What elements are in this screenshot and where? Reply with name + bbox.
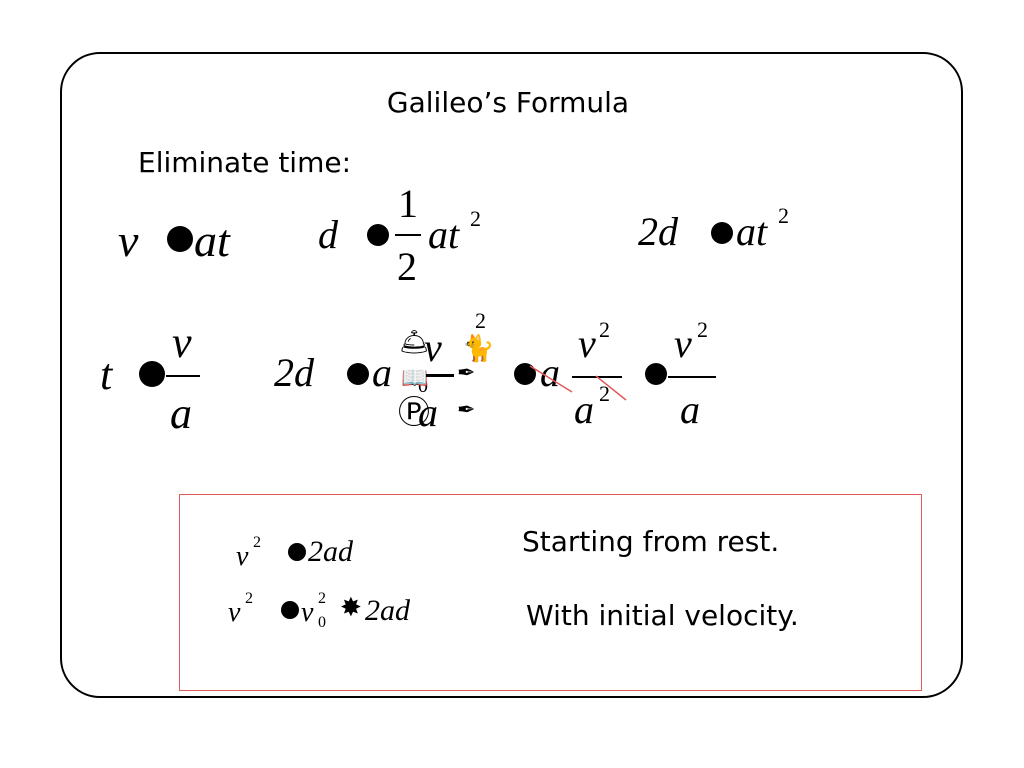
eq5-a2: a [540,350,560,395]
equals-dot-symbol [167,226,193,252]
row1-note: Starting from rest. [522,525,780,558]
equals-dot-symbol [139,361,165,387]
equals-dot-symbol [281,601,299,619]
eq5-a1: a [372,350,392,395]
eq5-numerator3-exponent: 2 [697,317,708,342]
eq5-inner-denominator: a [418,390,438,435]
bell-icon: 🛎 [399,328,430,356]
slide-frame [60,52,963,698]
cancel-stroke [529,365,573,393]
fraction-bar [426,374,454,377]
cancel-stroke [595,375,627,401]
eq5-outer-exponent: 2 [475,308,486,333]
row1-lhs-exponent: 2 [253,534,261,551]
eq1-rhs: at [194,215,230,266]
circled-p-icon: Ⓟ [398,393,431,431]
burst-icon: ✸ [340,593,362,623]
equals-dot-symbol [711,222,733,244]
eq4-lhs: t [100,350,113,399]
eq3-rhs: at [736,209,768,254]
pen-icon: ✒ [457,398,476,423]
pen-icon: ✒ [457,361,476,386]
eq5-lhs: 2d [274,350,314,395]
row2-note: With initial velocity. [526,599,799,632]
eq4-numerator: v [172,318,192,367]
eq5-numerator3: v [674,321,692,366]
eq2-lhs: d [318,212,338,257]
equals-dot-symbol [514,363,536,385]
row2-v0-exponent: 2 [318,590,326,607]
eq5-denominator2-exponent: 2 [599,381,610,406]
eq1-lhs: v [118,215,139,266]
eq5-denominator2: a [574,387,594,432]
eq2-denominator: 2 [397,244,417,289]
eq2-numerator: 1 [398,181,418,226]
book-icon: 📖 [401,366,429,391]
fraction-bar [166,375,200,377]
eq5-inner-numerator: v [424,325,442,370]
eq3-lhs: 2d [638,209,678,254]
fraction-bar [668,376,716,378]
row1-lhs: v [236,541,249,572]
eq5-numerator2-exponent: 2 [599,317,610,342]
eq5-inner-subscript: 0 [418,375,428,397]
eq2-rhs: at [428,212,460,257]
row2-v0: v [301,597,314,628]
equals-dot-symbol [347,363,369,385]
row2-lhs-exponent: 2 [245,590,253,607]
eq5-denominator3: a [680,387,700,432]
summary-box: v 2 2ad Starting from rest. v 2 v 2 0 ✸ … [179,494,922,691]
row2-rhs: 2ad [365,594,410,627]
cat-icon: 🐈 [462,334,495,364]
equals-dot-symbol [367,224,389,246]
slide-subtitle: Eliminate time: [138,146,352,179]
row1-rhs: 2ad [308,535,353,568]
fraction-bar [395,234,421,236]
eq2-exponent: 2 [470,206,481,231]
eq3-exponent: 2 [778,203,789,228]
row2-v0-subscript: 0 [318,614,326,631]
equals-dot-symbol [645,363,667,385]
row2-lhs: v [228,597,241,628]
equals-dot-symbol [288,543,306,561]
eq5-numerator2: v [578,321,596,366]
eq4-denominator: a [170,389,192,438]
slide-title: Galileo’s Formula [386,86,630,119]
